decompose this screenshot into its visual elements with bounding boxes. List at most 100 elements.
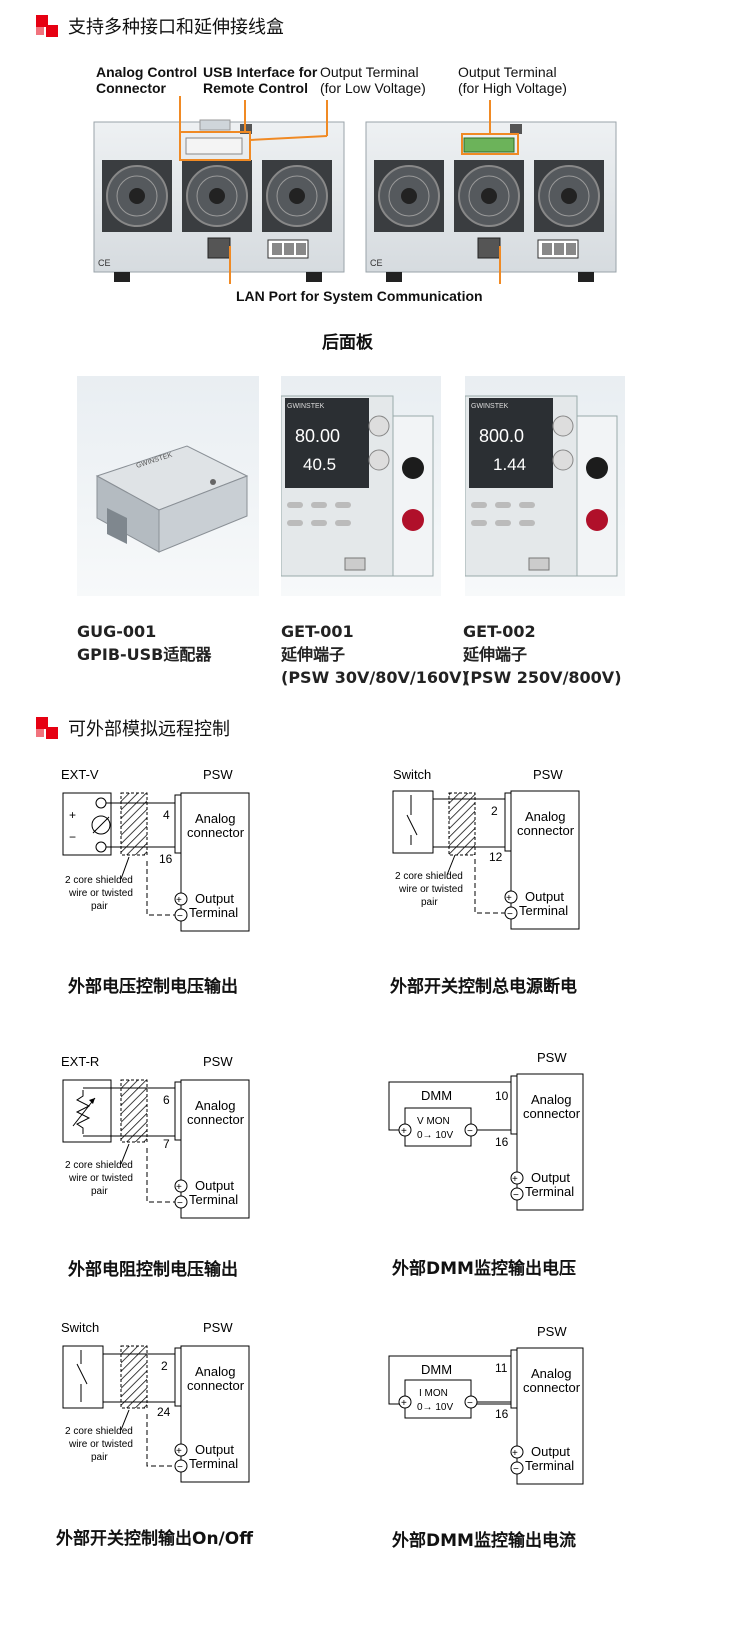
svg-text:+: + [176, 895, 182, 906]
svg-text:PSW: PSW [537, 1324, 567, 1339]
svg-text:+: + [69, 808, 76, 822]
diagram-caption: 外部电阻控制电压输出 [68, 1260, 238, 1280]
red-square-bullet-icon [36, 15, 58, 37]
diagram-switch-shutdown: Switch PSW 2 12 Analog connector + − Out… [392, 767, 580, 930]
svg-text:Output: Output [531, 1170, 570, 1185]
svg-text:connector: connector [523, 1106, 581, 1121]
svg-text:+: + [176, 1446, 182, 1457]
rear-unit-low-voltage: CE [93, 119, 345, 282]
fan-icon [102, 160, 172, 232]
svg-text:7: 7 [163, 1137, 170, 1151]
svg-text:+: + [176, 1182, 182, 1193]
svg-text:800.0: 800.0 [479, 426, 524, 446]
svg-text:11: 11 [495, 1361, 508, 1375]
diagram-caption: 外部开关控制输出On/Off [56, 1529, 253, 1549]
svg-text:wire or twisted: wire or twisted [398, 884, 463, 895]
svg-text:24: 24 [157, 1405, 171, 1419]
svg-text:CE: CE [98, 258, 111, 268]
svg-text:Terminal: Terminal [525, 1458, 574, 1473]
svg-text:Terminal: Terminal [189, 1192, 238, 1207]
svg-text:Analog: Analog [531, 1366, 571, 1381]
svg-text:−: − [467, 1398, 473, 1409]
photo-get002: GWINSTEK 800.0 1.44 [464, 376, 625, 596]
svg-text:GWINSTEK: GWINSTEK [287, 403, 325, 410]
svg-text:I MON: I MON [419, 1388, 448, 1399]
svg-text:+: + [512, 1448, 518, 1459]
svg-text:16: 16 [495, 1135, 509, 1149]
svg-text:Analog: Analog [195, 1098, 235, 1113]
svg-text:Output: Output [195, 1178, 234, 1193]
svg-text:PSW: PSW [537, 1050, 567, 1065]
svg-text:2 core shielded: 2 core shielded [65, 1160, 133, 1171]
svg-text:16: 16 [159, 852, 173, 866]
svg-text:Output: Output [195, 891, 234, 906]
rear-unit-high-voltage: CE [365, 121, 617, 282]
svg-text:2 core shielded: 2 core shielded [65, 875, 133, 886]
svg-text:Output: Output [195, 1442, 234, 1457]
svg-text:Analog: Analog [531, 1092, 571, 1107]
rear-panel-caption: 后面板 [322, 333, 373, 353]
svg-text:Terminal: Terminal [189, 1456, 238, 1471]
svg-text:+: + [506, 893, 512, 904]
svg-text:16: 16 [495, 1407, 509, 1421]
diagram-dmm-vmon: PSW DMM V MON 0→ 10V + − 10 16 Analog co… [388, 1050, 584, 1211]
svg-text:4: 4 [163, 808, 170, 822]
svg-text:pair: pair [91, 1452, 108, 1463]
svg-text:pair: pair [91, 901, 108, 912]
svg-text:Output: Output [525, 889, 564, 904]
diagram-ext-v: EXT-V PSW +− 4 16 Analog connector + − O… [61, 767, 250, 932]
section-title-text: 可外部模拟远程控制 [68, 719, 230, 740]
svg-text:DMM: DMM [421, 1088, 452, 1103]
svg-text:connector: connector [187, 1112, 245, 1127]
svg-text:DMM: DMM [421, 1362, 452, 1377]
svg-text:GWINSTEK: GWINSTEK [471, 403, 509, 410]
fan-icon [262, 160, 332, 232]
svg-text:pair: pair [91, 1186, 108, 1197]
svg-text:0→ 10V: 0→ 10V [417, 1130, 453, 1141]
svg-text:V MON: V MON [417, 1116, 450, 1127]
svg-text:connector: connector [187, 1378, 245, 1393]
diagram-caption: 外部开关控制总电源断电 [390, 977, 577, 997]
callout-lines [179, 96, 519, 284]
svg-text:Terminal: Terminal [519, 903, 568, 918]
svg-text:−: − [513, 1190, 519, 1201]
diagram-ext-r: EXT-R PSW 6 7 Analog connector + − Outpu… [61, 1054, 250, 1219]
svg-text:PSW: PSW [203, 1320, 233, 1335]
svg-text:Terminal: Terminal [525, 1184, 574, 1199]
diagram-caption: 外部电压控制电压输出 [68, 977, 238, 997]
svg-text:−: − [467, 1126, 473, 1137]
red-square-bullet-icon [36, 717, 58, 739]
svg-text:Switch: Switch [61, 1320, 99, 1335]
svg-text:Analog: Analog [525, 809, 565, 824]
svg-text:wire or twisted: wire or twisted [68, 1439, 133, 1450]
svg-text:connector: connector [523, 1380, 581, 1395]
svg-text:PSW: PSW [533, 767, 563, 782]
svg-text:80.00: 80.00 [295, 426, 340, 446]
diagram-switch-output: Switch PSW 2 24 Analog connector + − Out… [61, 1320, 250, 1483]
svg-text:+: + [401, 1398, 407, 1409]
svg-text:2: 2 [161, 1359, 168, 1373]
svg-text:2 core shielded: 2 core shielded [395, 871, 463, 882]
svg-text:−: − [177, 1198, 183, 1209]
callout-lan-port: LAN Port for System Communication [236, 288, 483, 304]
fan-icon [374, 160, 444, 232]
fan-icon [454, 160, 524, 232]
section-title-remote-control: 可外部模拟远程控制 [36, 714, 230, 742]
svg-text:Output: Output [531, 1444, 570, 1459]
svg-text:EXT-V: EXT-V [61, 767, 99, 782]
callout-output-high: Output Terminal(for High Voltage) [458, 64, 567, 96]
fan-icon [534, 160, 604, 232]
svg-text:2 core shielded: 2 core shielded [65, 1426, 133, 1437]
photo-get001: GWINSTEK 80.00 40.5 [280, 376, 441, 596]
svg-text:connector: connector [517, 823, 575, 838]
rear-panel-illustration: CE CE [93, 96, 617, 284]
svg-text:0→ 10V: 0→ 10V [417, 1402, 453, 1413]
svg-text:−: − [177, 1462, 183, 1473]
svg-text:+: + [512, 1174, 518, 1185]
section-title-text: 支持多种接口和延伸接线盒 [68, 17, 284, 38]
diagram-caption: 外部DMM监控输出电压 [392, 1259, 576, 1279]
